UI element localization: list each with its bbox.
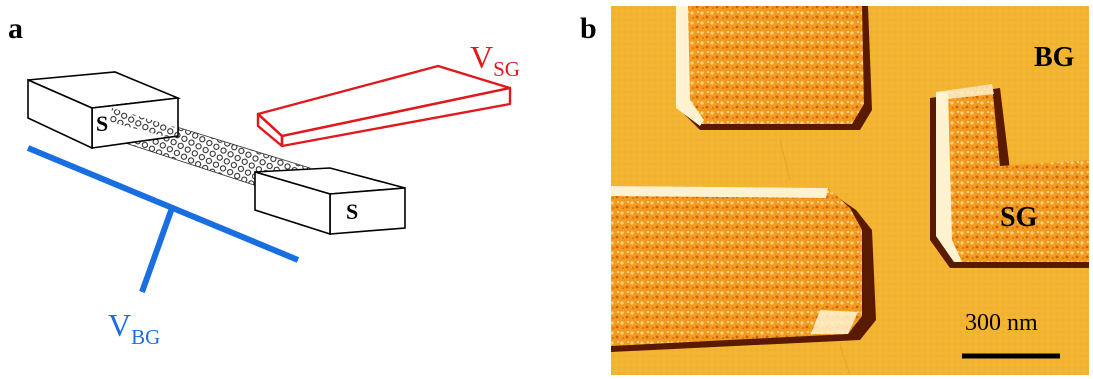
side-gate-label: SG bbox=[1000, 202, 1038, 233]
scale-bar-label: 300 nm bbox=[965, 310, 1038, 336]
side-gate bbox=[256, 64, 512, 148]
back-gate-label: BG bbox=[1034, 42, 1075, 73]
panel-b-label: b bbox=[580, 12, 597, 45]
top-electrode bbox=[676, 6, 872, 130]
side-gate-voltage-label: VSG bbox=[470, 39, 520, 81]
source-right-label: S bbox=[346, 199, 358, 224]
side-gate-electrode bbox=[930, 84, 1089, 268]
panel-a-label: a bbox=[8, 12, 23, 45]
source-electrode-right bbox=[254, 167, 406, 236]
back-gate bbox=[26, 145, 300, 294]
source-left-label: S bbox=[96, 111, 108, 136]
bottom-left-electrode bbox=[611, 186, 876, 352]
back-gate-voltage-label: VBG bbox=[108, 307, 160, 349]
panel-a-schematic: S S VSG VBG bbox=[26, 39, 520, 349]
